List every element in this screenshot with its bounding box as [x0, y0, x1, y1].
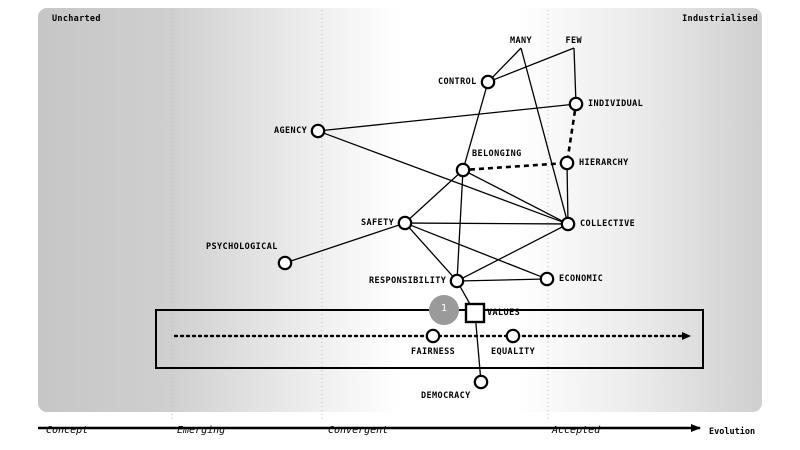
evolution-gridlines: [171, 10, 549, 422]
node-label-hierarchy: HIERARCHY: [579, 158, 629, 168]
edge-safety-to-psychological: [291, 224, 399, 262]
node-label-belonging: BELONGING: [472, 149, 522, 159]
node-values[interactable]: [464, 302, 486, 324]
node-agency[interactable]: [310, 123, 326, 139]
node-label-individual: INDIVIDUAL: [588, 99, 644, 109]
node-belonging[interactable]: [455, 162, 471, 178]
node-label-responsibility: RESPONSIBILITY: [369, 276, 447, 286]
node-economic[interactable]: [539, 271, 555, 287]
edge-agency-to-collective: [324, 132, 562, 223]
edge-responsibility-to-economic: [463, 278, 541, 282]
edge-responsibility-to-values: [459, 286, 472, 306]
node-fairness[interactable]: [425, 328, 441, 344]
annotation-badge-circle[interactable]: [429, 295, 459, 325]
node-label-fairness: FAIRNESS: [411, 347, 456, 357]
node-label-collective: COLLECTIVE: [580, 219, 636, 229]
node-label-safety: SAFETY: [361, 218, 395, 228]
node-psychological[interactable]: [277, 255, 293, 271]
edge-many_anchor-to-collective: [520, 47, 567, 218]
edge-control-to-belonging: [464, 88, 487, 164]
node-collective[interactable]: [560, 216, 576, 232]
edge-values-to-democracy: [475, 321, 482, 376]
node-label-democracy: DEMOCRACY: [421, 391, 471, 401]
edge-agency-to-individual: [324, 104, 570, 131]
edge-individual-to-hierarchy: [566, 110, 577, 157]
anchor-label-few: FEW: [565, 36, 583, 46]
evolution-zone-background: [38, 8, 762, 412]
node-hierarchy[interactable]: [559, 155, 575, 171]
edge-safety-to-collective: [411, 222, 562, 225]
edge-belonging-to-collective: [468, 172, 563, 222]
stage-label-concept: Concept: [46, 425, 89, 436]
node-label-values: VALUES: [487, 308, 521, 318]
edge-belonging-to-responsibility: [456, 176, 464, 275]
stage-label-accepted: Accepted: [552, 425, 601, 436]
node-responsibility[interactable]: [449, 273, 465, 289]
edge-belonging-to-safety: [409, 174, 459, 219]
node-democracy[interactable]: [473, 374, 489, 390]
map-edges: [291, 47, 577, 376]
annotation-badge-number: 1: [441, 303, 448, 314]
edge-hierarchy-to-collective: [566, 169, 569, 218]
edge-safety-to-responsibility: [409, 227, 453, 277]
node-label-control: CONTROL: [438, 77, 477, 87]
evolution-axis-label: Evolution: [709, 427, 756, 437]
node-individual[interactable]: [568, 96, 584, 112]
node-equality[interactable]: [505, 328, 521, 344]
edge-few_anchor-to-individual: [573, 47, 577, 98]
node-label-equality: EQUALITY: [491, 347, 536, 357]
edge-control-to-many_anchor: [492, 47, 522, 78]
industrialised-zone-label: Industrialised: [682, 14, 758, 24]
edge-belonging-to-hierarchy: [469, 162, 561, 171]
node-label-psychological: PSYCHOLOGICAL: [206, 242, 278, 252]
edge-safety-to-economic: [411, 224, 541, 278]
stage-label-emerging: Emerging: [177, 425, 226, 436]
annotation-badge[interactable]: [429, 295, 459, 325]
node-label-economic: ECONOMIC: [559, 274, 604, 284]
uncharted-zone-label: Uncharted: [52, 14, 101, 24]
node-control[interactable]: [480, 74, 496, 90]
stage-label-convergent: Convergent: [328, 425, 389, 436]
edge-responsibility-to-collective: [462, 226, 563, 279]
node-label-agency: AGENCY: [274, 126, 308, 136]
node-safety[interactable]: [397, 215, 413, 231]
anchor-label-many: MANY: [510, 36, 533, 46]
map-nodes: [277, 74, 584, 390]
edge-control-to-few_anchor: [494, 47, 575, 81]
